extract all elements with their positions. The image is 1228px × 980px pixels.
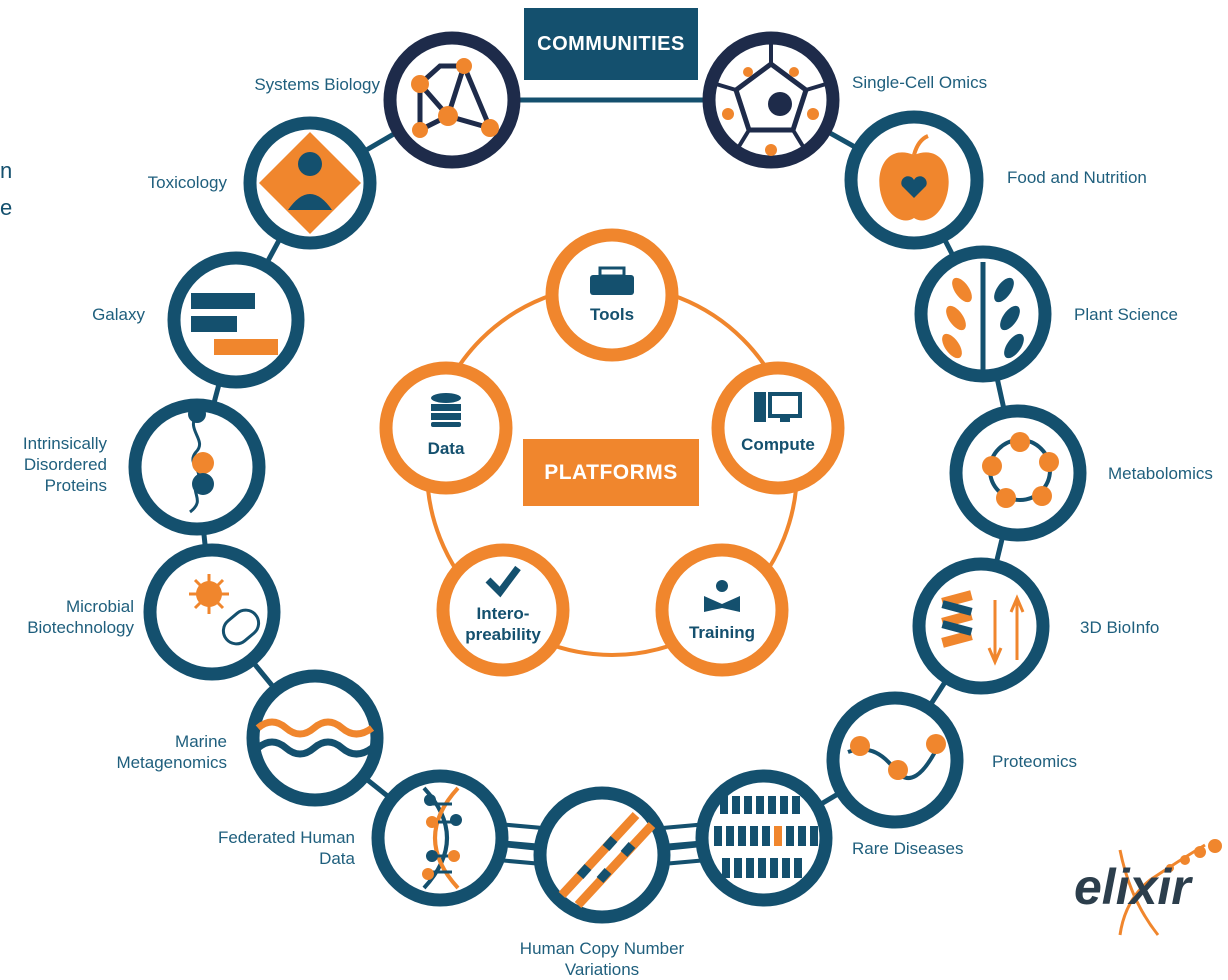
rare-diseases-label: Rare Diseases [852,839,964,858]
3d-bioinfo-icon[interactable] [912,557,1050,695]
training-label: Training [688,623,756,642]
data-platform[interactable] [379,361,513,495]
metabolomics-icon[interactable] [949,404,1087,542]
toxicology-icon[interactable] [243,116,377,250]
data-label: Data [427,439,465,458]
platforms-header: PLATFORMS [544,460,678,484]
compute-label: Compute [741,435,815,454]
compute-platform[interactable] [711,361,845,495]
interoperability-label: Intero- preability [465,604,541,644]
elixir-logo-mark [1118,839,1222,936]
communities-header-box [524,8,698,80]
single-cell-omics-icon[interactable] [702,31,840,169]
interoperability-platform[interactable] [436,543,570,677]
elixir-logo-text: elixir [1074,859,1191,915]
communities-header: COMMUNITIES [537,32,685,55]
proteomics-icon[interactable] [826,691,964,829]
edge-fragment-2: e [0,195,13,220]
microbial-biotechnology-label: Microbial Biotechnology [27,597,134,637]
rare-diseases-icon[interactable] [695,769,833,907]
human-copy-number-variations-icon[interactable] [533,786,671,924]
galaxy-icon[interactable] [167,251,305,389]
proteomics-label: Proteomics [992,752,1078,771]
metabolomics-label: Metabolomics [1108,464,1213,483]
marine-metagenomics-label: Marine Metagenomics [116,732,227,772]
plant-science-label: Plant Science [1074,305,1178,324]
3d-bioinfo-label: 3D BioInfo [1080,618,1160,637]
intrinsically-disordered-proteins-icon[interactable] [128,398,266,536]
toxicology-label: Toxicology [147,173,227,192]
marine-metagenomics-icon[interactable] [246,669,384,807]
intrinsically-disordered-proteins-label: Intrinsically Disordered Proteins [22,434,107,495]
microbial-biotechnology-icon[interactable] [143,543,281,681]
human-copy-number-variations-label: Human Copy Number Variations [519,939,685,979]
food-and-nutrition-label: Food and Nutrition [1007,168,1147,187]
plant-science-icon[interactable] [914,245,1052,383]
platforms-box [523,439,699,506]
edge-fragment-1: n [0,158,13,183]
federated-human-data-label: Federated Human Data [217,828,355,868]
systems-biology-label: Systems Biology [254,75,380,94]
training-platform[interactable] [655,543,789,677]
tools-label: Tools [589,305,635,324]
galaxy-label: Galaxy [92,305,145,324]
systems-biology-icon[interactable] [383,31,521,169]
single-cell-omics-label: Single-Cell Omics [852,73,988,92]
federated-human-data-icon[interactable] [371,769,509,907]
food-and-nutrition-icon[interactable] [844,110,984,250]
tools-platform[interactable] [545,228,679,362]
